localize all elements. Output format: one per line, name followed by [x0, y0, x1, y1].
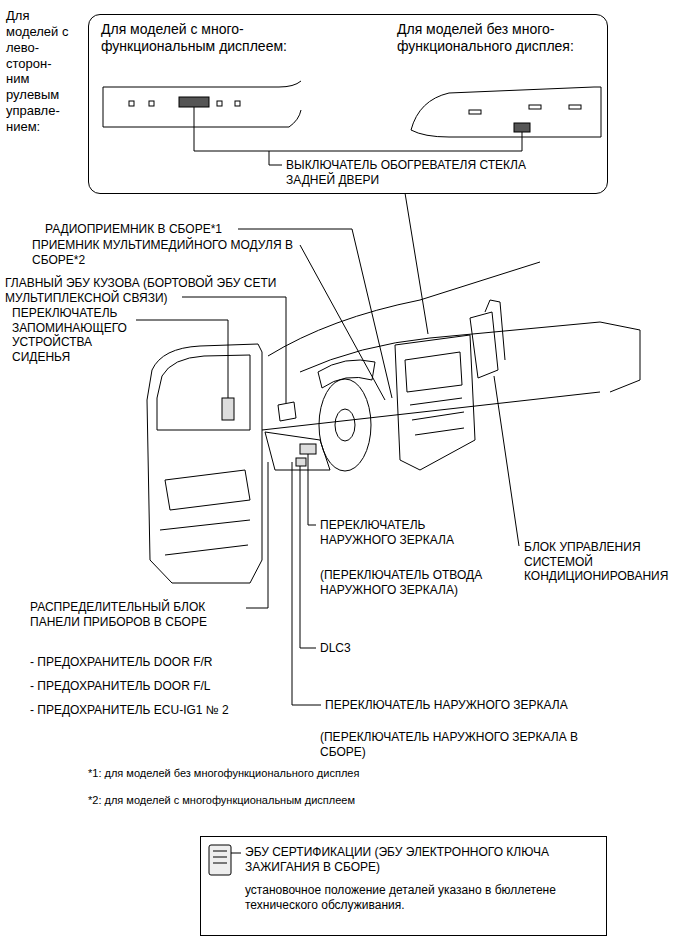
part-name: БЛОК УПРАВЛЕНИЯ СИСТЕМОЙ КОНДИЦИОНИРОВАН…: [524, 540, 684, 584]
dashboard-drawing: [262, 262, 640, 471]
fuse-name: - ПРЕДОХРАНИТЕЛЬ DOOR F/R: [30, 655, 280, 670]
instrument-cluster: [318, 360, 375, 388]
leader-inset: [405, 193, 428, 334]
steering-hub: [335, 409, 355, 441]
door-outline: [147, 344, 262, 583]
ecu-body: [209, 845, 231, 875]
panel-outline: [103, 81, 301, 127]
leader-line: [194, 107, 522, 151]
part-name: ПРИЕМНИК МУЛЬТИМЕДИЙНОГО МОДУЛЯ В СБОРЕ*…: [32, 238, 294, 267]
panel-button: [469, 110, 481, 114]
fuse-name: - ПРЕДОХРАНИТЕЛЬ ECU-IG1 № 2: [30, 703, 280, 718]
part-name: ПЕРЕКЛЮЧАТЕЛЬ НАРУЖНОГО ЗЕРКАЛА: [320, 518, 460, 547]
panel-button: [569, 105, 581, 109]
dash-lower: [262, 392, 600, 430]
part-name: ПЕРЕКЛЮЧАТЕЛЬ НАРУЖНОГО ЗЕРКАЛА: [325, 698, 655, 713]
body-ecu: [278, 402, 296, 421]
leader-ac: [494, 376, 519, 546]
inset-panel: Для моделей с много- функциональным дисп…: [88, 14, 608, 194]
ecu-icon: [209, 845, 241, 875]
ac-unit: [470, 300, 505, 378]
junction-block: [265, 432, 330, 470]
leader-mirror-top: [308, 454, 316, 525]
part-name: РАДИОПРИЕМНИК В СБОРЕ*1: [45, 222, 305, 237]
mirror-switch: [300, 444, 316, 454]
footnote: *2: для моделей с многофункциональным ди…: [88, 794, 648, 807]
leader-dlc3: [300, 466, 316, 648]
variant-heading: Для моделей с много- функциональным дисп…: [101, 21, 291, 55]
dlc3-connector: [296, 458, 306, 466]
panel-outline: [411, 87, 601, 137]
door-drawing: [147, 344, 262, 583]
part-subname: (ПЕРЕКЛЮЧАТЕЛЬ НАРУЖНОГО ЗЕРКАЛА В СБОРЕ…: [320, 730, 610, 759]
defogger-switch: [179, 97, 209, 107]
ecu-detail: [213, 851, 241, 863]
leader-mirror-bottom: [292, 462, 321, 705]
center-screen: [405, 352, 462, 392]
part-name: ВЫКЛЮЧАТЕЛЬ ОБОГРЕВАТЕЛЯ СТЕКЛА ЗАДНЕЙ Д…: [286, 158, 536, 187]
leader-multimedia: [300, 245, 385, 400]
part-name: ГЛАВНЫЙ ЭБУ КУЗОВА (БОРТОВОЙ ЭБУ СЕТИ МУ…: [5, 276, 305, 305]
leader-body-ecu: [182, 297, 286, 403]
center-stack: [395, 335, 475, 470]
seat-memory-switch: [222, 398, 234, 420]
panel-button: [217, 101, 222, 106]
panel-button: [149, 101, 154, 106]
dashboard-sketches: [103, 81, 601, 165]
footnote: *1: для моделей без многофункционального…: [88, 767, 648, 780]
part-name: ЭБУ СЕРТИФИКАЦИИ (ЭБУ ЭЛЕКТРОННОГО КЛЮЧА…: [245, 845, 565, 874]
leader-radio: [238, 229, 392, 398]
dash-front: [300, 322, 640, 392]
defogger-switch: [514, 123, 530, 132]
part-name: DLC3: [320, 641, 400, 656]
dash-top: [268, 262, 540, 356]
leader-line: [269, 151, 282, 165]
leader-seat-memory: [136, 320, 228, 398]
center-buttons: [410, 398, 464, 435]
variant-note: Для моделей с лево- сторон- ним рулевым …: [6, 8, 72, 135]
panel-button: [235, 101, 240, 106]
leader-distribution: [246, 462, 268, 608]
variant-heading: Для моделей без много- функционального д…: [397, 21, 602, 55]
part-subname: (ПЕРЕКЛЮЧАТЕЛЬ ОТВОДА НАРУЖНОГО ЗЕРКАЛА): [320, 568, 510, 597]
part-name: РАСПРЕДЕЛИТЕЛЬНЫЙ БЛОК ПАНЕЛИ ПРИБОРОВ В…: [30, 600, 242, 629]
door-pocket: [160, 520, 250, 555]
steering-wheel: [319, 379, 371, 471]
door-window: [157, 355, 250, 430]
part-name: ПЕРЕКЛЮЧАТЕЛЬ ЗАПОМИНАЮЩЕГО УСТРОЙСТВА С…: [12, 306, 132, 365]
note-box: ЭБУ СЕРТИФИКАЦИИ (ЭБУ ЭЛЕКТРОННОГО КЛЮЧА…: [200, 836, 607, 936]
panel-button: [129, 101, 134, 106]
panel-button: [529, 105, 541, 109]
fuse-name: - ПРЕДОХРАНИТЕЛЬ DOOR F/L: [30, 679, 280, 694]
door-armrest: [165, 470, 250, 510]
note-text: установочное положение деталей указано в…: [245, 883, 595, 912]
